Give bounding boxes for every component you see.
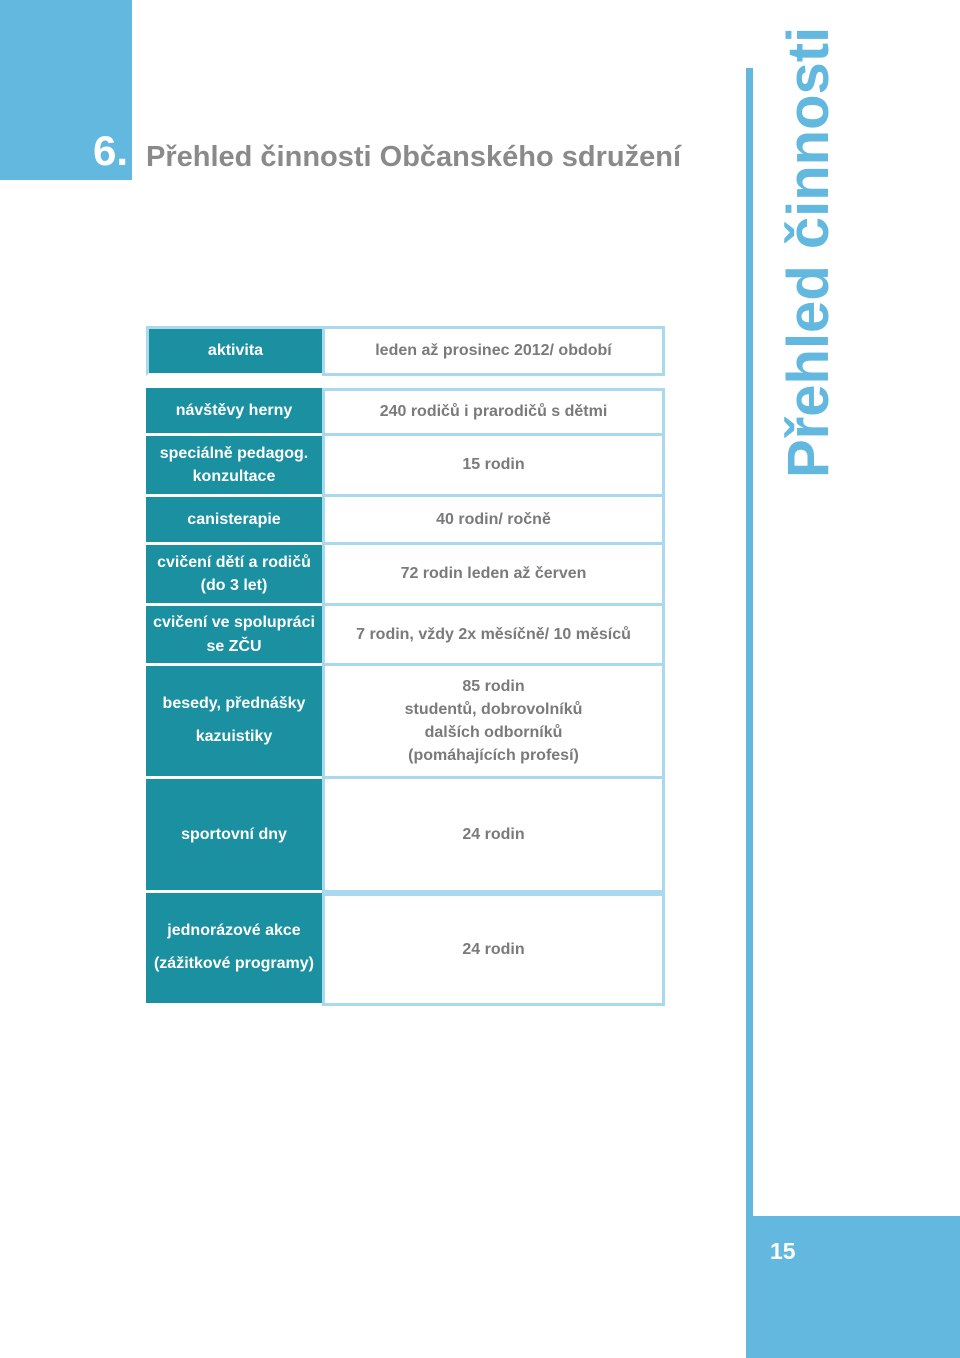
value-cell: 240 rodičů i prarodičů s dětmi <box>322 388 665 436</box>
cell-text: dalších odborníků <box>424 724 563 741</box>
header-cell-period: leden až prosinec 2012/ období <box>322 326 665 376</box>
page-title: Přehled činnosti Občanského sdružení <box>146 141 682 173</box>
header-cell-activity: aktivita <box>146 326 322 376</box>
table-row: cvičení dětí a rodičů (do 3 let) 72 rodi… <box>146 545 665 606</box>
table-row: speciálně pedagog. konzultace 15 rodin <box>146 436 665 497</box>
table-row: jednorázové akce (zážitkové programy) 24… <box>146 893 665 1006</box>
cell-text: sportovní dny <box>181 825 287 843</box>
activity-cell: besedy, přednášky kazuistiky <box>146 666 322 779</box>
cell-text: 7 rodin, vždy 2x měsíčně/ 10 měsíců <box>356 625 631 643</box>
cell-text: canisterapie <box>187 510 281 528</box>
table-row: canisterapie 40 rodin/ ročně <box>146 497 665 545</box>
cell-text: leden až prosinec 2012/ období <box>375 342 612 360</box>
cell-text: (zážitkové programy) <box>153 955 315 972</box>
cell-text: 40 rodin/ ročně <box>436 510 551 528</box>
cell-text: cvičení ve spolupráci <box>153 614 315 632</box>
value-cell: 40 rodin/ ročně <box>322 497 665 545</box>
cell-text: besedy, přednášky <box>162 695 306 713</box>
cell-text: 24 rodin <box>462 825 525 843</box>
activity-cell: návštěvy herny <box>146 388 322 436</box>
table-row: sportovní dny 24 rodin <box>146 779 665 893</box>
cell-text: kazuistiky <box>195 728 273 745</box>
cell-text: se ZČU <box>206 637 262 655</box>
value-cell: 7 rodin, vždy 2x měsíčně/ 10 měsíců <box>322 606 665 666</box>
cell-text: 15 rodin <box>462 456 525 474</box>
cell-text: cvičení dětí a rodičů <box>157 553 311 571</box>
footer-block: 15 <box>746 1216 960 1358</box>
page-number: 15 <box>770 1238 796 1264</box>
cell-text: (do 3 let) <box>200 577 268 594</box>
chapter-corner-block: 6. <box>0 0 132 180</box>
cell-text: konzultace <box>192 468 276 485</box>
side-title: Přehled činnosti <box>776 26 841 478</box>
cell-text: aktivita <box>207 342 264 360</box>
cell-text: 72 rodin leden až červen <box>400 565 587 583</box>
cell-text: 24 rodin <box>462 940 525 958</box>
activity-cell: cvičení dětí a rodičů (do 3 let) <box>146 545 322 606</box>
value-cell: 24 rodin <box>322 779 665 893</box>
cell-text: studentů, dobrovolníků <box>404 700 583 718</box>
value-cell: 15 rodin <box>322 436 665 497</box>
chapter-number: 6. <box>92 127 128 174</box>
activity-cell: canisterapie <box>146 497 322 545</box>
cell-text: speciálně pedagog. <box>159 444 309 462</box>
activity-cell: speciálně pedagog. konzultace <box>146 436 322 497</box>
cell-text: 240 rodičů i prarodičů s dětmi <box>379 403 608 421</box>
cell-text: (pomáhajících profesí) <box>408 747 579 765</box>
table-row: návštěvy herny 240 rodičů i prarodičů s … <box>146 388 665 436</box>
table-header-row: aktivita leden až prosinec 2012/ období <box>146 326 665 376</box>
cell-text: jednorázové akce <box>167 922 301 940</box>
activity-cell: sportovní dny <box>146 779 322 893</box>
table-row: cvičení ve spolupráci se ZČU 7 rodin, vž… <box>146 606 665 666</box>
activity-cell: cvičení ve spolupráci se ZČU <box>146 606 322 666</box>
side-accent-line <box>746 68 753 1220</box>
cell-text: návštěvy herny <box>175 401 293 419</box>
value-cell: 72 rodin leden až červen <box>322 545 665 606</box>
value-cell: 85 rodin studentů, dobrovolníků dalších … <box>322 666 665 779</box>
value-cell: 24 rodin <box>322 893 665 1006</box>
cell-text: 85 rodin <box>462 677 525 695</box>
activity-cell: jednorázové akce (zážitkové programy) <box>146 893 322 1006</box>
table-row: besedy, přednášky kazuistiky 85 rodin st… <box>146 666 665 779</box>
